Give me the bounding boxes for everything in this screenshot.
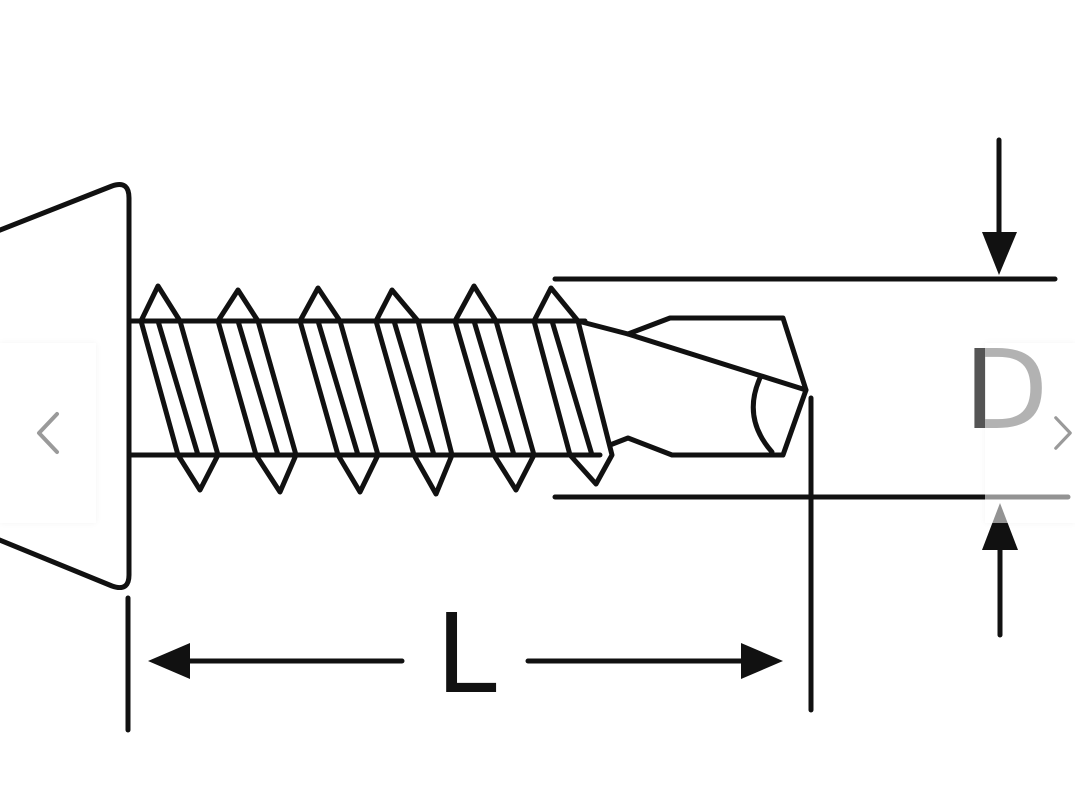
drill-tip-edge — [750, 375, 775, 455]
length-arrow-right-icon — [741, 643, 783, 679]
next-image-button[interactable] — [985, 343, 1075, 523]
screw-head — [0, 182, 132, 591]
thread-flanks — [155, 318, 595, 458]
drill-tip — [575, 315, 809, 458]
diameter-arrow-up-icon — [982, 503, 1018, 550]
thread-crests — [138, 283, 615, 497]
length-arrow-left-icon — [148, 643, 190, 679]
diameter-arrow-down-icon — [982, 232, 1017, 275]
drill-tip-flute — [625, 331, 809, 393]
chevron-left-icon — [37, 412, 59, 454]
chevron-right-icon — [1054, 416, 1072, 450]
previous-image-button[interactable] — [0, 343, 96, 523]
length-label: L — [435, 590, 496, 718]
